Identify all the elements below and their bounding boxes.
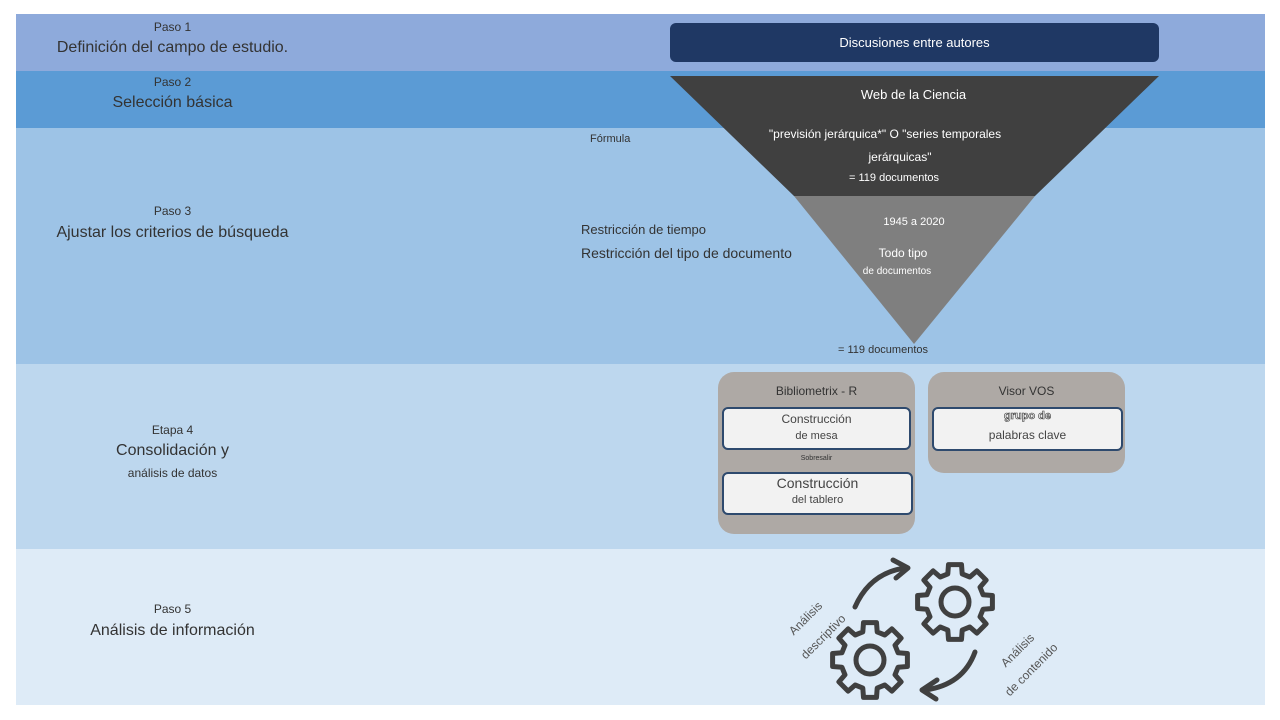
- funnel-years: 1945 a 2020: [883, 216, 945, 228]
- dashboard-construction-line1: Construcción: [776, 475, 859, 491]
- funnel-count1: = 119 documentos: [849, 172, 939, 184]
- bibliometrix-title: Bibliometrix - R: [775, 384, 858, 398]
- funnel-query-line1: "previsión jerárquica*" O "series tempor…: [768, 127, 1002, 141]
- author-discussions-bar: Discusiones entre autores: [670, 23, 1159, 62]
- gearA-teeth: [915, 562, 995, 642]
- step4-subtitle: análisis de datos: [127, 466, 218, 480]
- step5-band: [16, 549, 1265, 705]
- step2-number: Paso 2: [153, 75, 192, 89]
- gear-bottom-icon: [830, 620, 910, 700]
- arrow-up-right-icon: [852, 565, 908, 610]
- gearA-hub: [938, 585, 972, 619]
- doctype-restriction-label: Restricción del tipo de documento: [581, 245, 792, 261]
- excel-connector-label: Sobresalir: [800, 455, 833, 462]
- dashboard-construction-line2: del tablero: [791, 494, 844, 506]
- step5-title: Análisis de información: [90, 622, 255, 639]
- funnel-count2: = 119 documentos: [838, 344, 928, 356]
- funnel-top-segment: [670, 76, 1159, 196]
- step5-label: Paso 5 Análisis de información: [40, 602, 305, 640]
- step5-number: Paso 5: [153, 602, 192, 616]
- step2-label: Paso 2 Selección básica: [40, 75, 305, 112]
- keyword-group-line1: grupo de: [1003, 410, 1052, 423]
- step3-title: Ajustar los criterios de búsqueda: [56, 224, 289, 241]
- vosviewer-title: Visor VOS: [998, 384, 1055, 398]
- funnel-query-line2: jerárquicas": [868, 150, 932, 164]
- table-construction-box: Construcción de mesa: [722, 407, 911, 450]
- step3-number: Paso 3: [153, 204, 192, 218]
- table-construction-line1: Construcción: [781, 412, 852, 426]
- keyword-group-line2: palabras clave: [988, 428, 1067, 442]
- step2-title: Selección básica: [112, 94, 233, 111]
- dashboard-construction-box: Construcción del tablero: [722, 472, 913, 515]
- time-restriction-label: Restricción de tiempo: [581, 222, 706, 237]
- step3-label: Paso 3 Ajustar los criterios de búsqueda: [30, 204, 315, 242]
- formula-label: Fórmula: [590, 133, 631, 145]
- step4-number: Etapa 4: [151, 423, 194, 437]
- arrow-up-right-head: [890, 557, 911, 581]
- arrow-down-left-icon: [922, 649, 978, 693]
- step4-label: Etapa 4 Consolidación y análisis de dato…: [40, 423, 305, 480]
- funnel-bottom-segment: [794, 196, 1035, 344]
- arrow-down-left-head: [919, 677, 940, 702]
- gearB-hub: [853, 643, 887, 677]
- step1-label: Paso 1 Definición del campo de estudio.: [40, 20, 305, 57]
- gearB-teeth: [830, 620, 910, 700]
- step1-number: Paso 1: [153, 20, 192, 34]
- funnel-doctype-line1: Todo tipo: [878, 246, 928, 260]
- step1-title: Definición del campo de estudio.: [56, 39, 289, 56]
- step4-title: Consolidación y: [116, 442, 229, 459]
- funnel-database: Web de la Ciencia: [860, 87, 967, 102]
- keyword-group-box: grupo de palabras clave: [932, 407, 1123, 451]
- gear-top-icon: [915, 562, 995, 642]
- table-construction-line2: de mesa: [795, 430, 838, 442]
- funnel-doctype-line2: de documentos: [862, 266, 932, 277]
